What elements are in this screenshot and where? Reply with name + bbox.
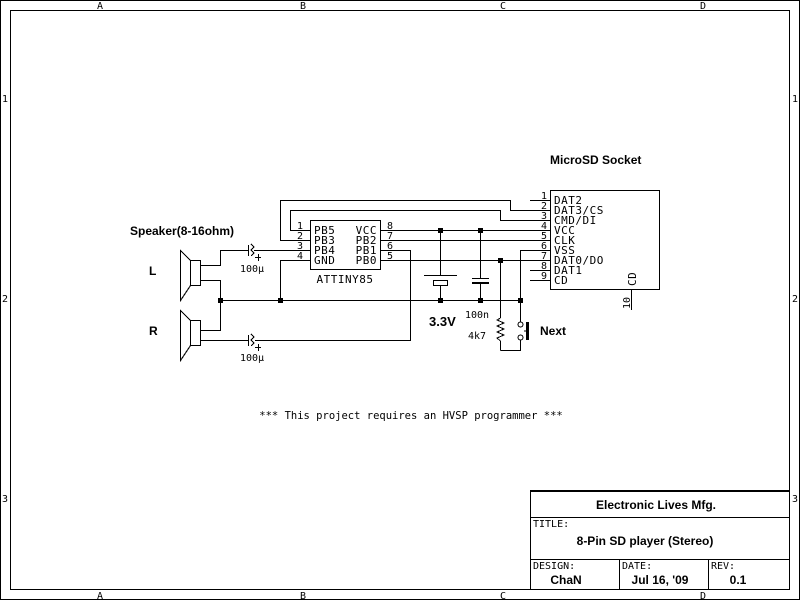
attiny85-chip: PB5 PB3 PB4 GND VCC PB2 PB1 PB0 ATTINY85… bbox=[297, 220, 393, 286]
row-label-1-left: 1 bbox=[2, 94, 8, 105]
col-label-b-top: B bbox=[300, 1, 306, 12]
drawing-date: Jul 16, '09 bbox=[632, 573, 689, 587]
mcu-pin-num-7: 7 bbox=[387, 231, 393, 242]
sd-socket-title: MicroSD Socket bbox=[550, 153, 641, 167]
inner-frame bbox=[10, 10, 790, 590]
resistor-4k7 bbox=[495, 317, 506, 342]
sd-pin-label-3: CMD/DI bbox=[554, 214, 597, 227]
capacitor-left-electrolytic bbox=[248, 243, 261, 261]
sd-pin-num-4: 4 bbox=[541, 221, 547, 232]
speaker-left-label: L bbox=[149, 264, 156, 278]
col-label-c-top: C bbox=[500, 1, 506, 12]
col-label-a-top: A bbox=[97, 1, 103, 12]
next-button-switch bbox=[517, 321, 529, 341]
sd-pin-num-9: 9 bbox=[541, 271, 547, 282]
junctions bbox=[218, 228, 523, 303]
speaker-right-label: R bbox=[149, 324, 158, 338]
junction-dot bbox=[438, 228, 443, 233]
junction-dot bbox=[498, 258, 503, 263]
mcu-pin-num-6: 6 bbox=[387, 241, 393, 252]
rev-caption: REV: bbox=[711, 561, 735, 572]
hvsp-note: *** This project requires an HVSP progra… bbox=[259, 410, 562, 422]
sd-pin-num-3: 3 bbox=[541, 211, 547, 222]
capacitor-100n bbox=[472, 278, 489, 284]
junction-dot bbox=[218, 298, 223, 303]
mcu-pin-num-1: 1 bbox=[297, 221, 303, 232]
mcu-pin-label-pb4: PB4 bbox=[314, 244, 335, 257]
mcu-pin-num-2: 2 bbox=[297, 231, 303, 242]
mcu-pin-label-pb5: PB5 bbox=[314, 224, 335, 237]
speaker-right bbox=[180, 309, 201, 363]
sd-pin-labels: DAT2 DAT3/CS CMD/DI VCC CLK VSS DAT0/DO … bbox=[554, 194, 604, 287]
sd-pin-label-9: CD bbox=[554, 274, 568, 287]
mcu-pin-num-4: 4 bbox=[297, 251, 303, 262]
col-label-c-bottom: C bbox=[500, 591, 506, 600]
capacitor-100n-label: 100n bbox=[465, 310, 489, 321]
revision: 0.1 bbox=[730, 573, 747, 587]
junction-dot bbox=[438, 298, 443, 303]
company-name: Electronic Lives Mfg. bbox=[596, 498, 716, 512]
title-caption: TITLE: bbox=[533, 519, 569, 530]
sd-cd-label: CD bbox=[626, 272, 639, 286]
sd-pin-label-8: DAT1 bbox=[554, 264, 583, 277]
row-label-1-right: 1 bbox=[792, 94, 798, 105]
sd-pin-num-7: 7 bbox=[541, 251, 547, 262]
microsd-socket: MicroSD Socket DAT2 DAT3/CS CMD/DI VCC C… bbox=[530, 153, 660, 310]
next-button-label: Next bbox=[540, 324, 566, 338]
mcu-pin-num-8: 8 bbox=[387, 221, 393, 232]
col-label-d-bottom: D bbox=[700, 591, 706, 600]
battery-label: 3.3V bbox=[429, 314, 456, 329]
mcu-pin-num-3: 3 bbox=[297, 241, 303, 252]
speaker-title: Speaker(8-16ohm) bbox=[130, 224, 234, 238]
date-caption: DATE: bbox=[622, 561, 652, 572]
sd-pin-num-5: 5 bbox=[541, 231, 547, 242]
mcu-pin-num-5: 5 bbox=[387, 251, 393, 262]
capacitor-right-electrolytic bbox=[248, 333, 261, 351]
drawing-title: 8-Pin SD player (Stereo) bbox=[577, 534, 714, 548]
col-label-b-bottom: B bbox=[300, 591, 306, 600]
junction-dot bbox=[478, 228, 483, 233]
mcu-pin-label-gnd: GND bbox=[314, 254, 335, 267]
mcu-name: ATTINY85 bbox=[317, 273, 374, 286]
capacitor-left-value: 100µ bbox=[240, 264, 264, 275]
mcu-pin-label-pb1: PB1 bbox=[356, 244, 377, 257]
col-label-a-bottom: A bbox=[97, 591, 103, 600]
designer-name: ChaN bbox=[550, 573, 581, 587]
sd-pin-num-1: 1 bbox=[541, 191, 547, 202]
mcu-pin-label-pb3: PB3 bbox=[314, 234, 335, 247]
junction-dot bbox=[478, 298, 483, 303]
capacitor-right-value: 100µ bbox=[240, 353, 264, 364]
sd-pin-numbers: 1 2 3 4 5 6 7 8 9 bbox=[541, 191, 547, 282]
sd-pin-label-2: DAT3/CS bbox=[554, 204, 604, 217]
battery-symbol bbox=[424, 275, 457, 286]
sd-pin-num-10: 10 bbox=[622, 297, 633, 309]
sd-pin-num-2: 2 bbox=[541, 201, 547, 212]
mcu-pin-label-vcc: VCC bbox=[356, 224, 377, 237]
row-label-3-right: 3 bbox=[792, 494, 798, 505]
row-label-2-right: 2 bbox=[792, 294, 798, 305]
junction-dot bbox=[278, 298, 283, 303]
sd-pin-label-6: VSS bbox=[554, 244, 575, 257]
sd-pin-label-1: DAT2 bbox=[554, 194, 583, 207]
wires bbox=[200, 200, 550, 351]
col-label-d-top: D bbox=[700, 1, 706, 12]
mcu-pin-label-pb2: PB2 bbox=[356, 234, 377, 247]
mcu-pin-label-pb0: PB0 bbox=[356, 254, 377, 267]
junction-dot bbox=[518, 298, 523, 303]
resistor-label: 4k7 bbox=[468, 331, 486, 342]
sd-pin-label-4: VCC bbox=[554, 224, 575, 237]
design-caption: DESIGN: bbox=[533, 561, 575, 572]
row-label-3-left: 3 bbox=[2, 494, 8, 505]
sd-pin-label-5: CLK bbox=[554, 234, 575, 247]
sd-pin-num-8: 8 bbox=[541, 261, 547, 272]
sd-pin-label-7: DAT0/DO bbox=[554, 254, 604, 267]
title-block: Electronic Lives Mfg. TITLE: 8-Pin SD pl… bbox=[530, 490, 790, 590]
sd-pin-num-6: 6 bbox=[541, 241, 547, 252]
speaker-left bbox=[180, 249, 201, 303]
row-label-2-left: 2 bbox=[2, 294, 8, 305]
